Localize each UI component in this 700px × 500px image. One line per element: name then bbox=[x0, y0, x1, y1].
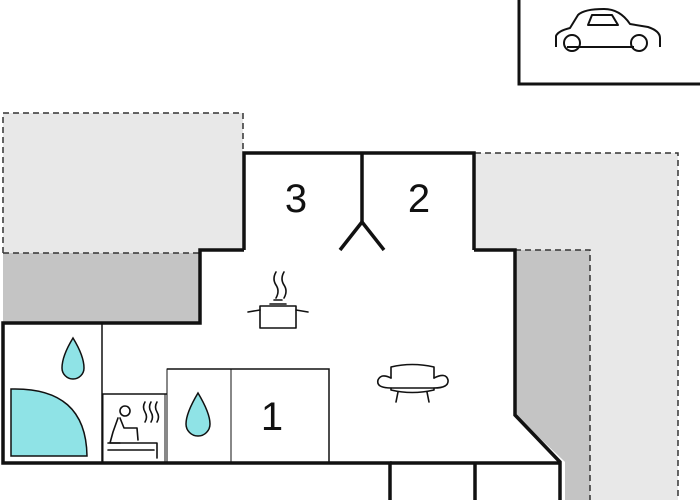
interior-walls bbox=[101, 323, 330, 463]
terrace-left bbox=[2, 112, 244, 253]
garage bbox=[517, 0, 700, 86]
pool-room bbox=[3, 325, 102, 461]
bedroom-1: 1 bbox=[230, 368, 330, 463]
sauna-icon bbox=[107, 401, 160, 459]
water-drop-icon bbox=[185, 391, 211, 437]
car-icon bbox=[555, 8, 661, 52]
cooking-pot-icon bbox=[247, 271, 309, 329]
walls bbox=[1, 151, 562, 500]
bedroom-3: 3 bbox=[244, 153, 362, 250]
water-drop-icon bbox=[61, 336, 85, 380]
covered-terrace-left bbox=[3, 252, 200, 323]
room-label-2: 2 bbox=[408, 177, 430, 221]
covered-terrace-right bbox=[515, 249, 591, 500]
room-label-3: 3 bbox=[285, 177, 307, 221]
pool-icon bbox=[10, 388, 88, 457]
sofa-icon bbox=[376, 363, 449, 403]
bathroom bbox=[166, 368, 232, 463]
sauna-room bbox=[102, 393, 166, 463]
terrace-right bbox=[475, 152, 679, 500]
bedroom-2: 2 bbox=[362, 153, 474, 250]
room-label-1: 1 bbox=[261, 395, 283, 439]
